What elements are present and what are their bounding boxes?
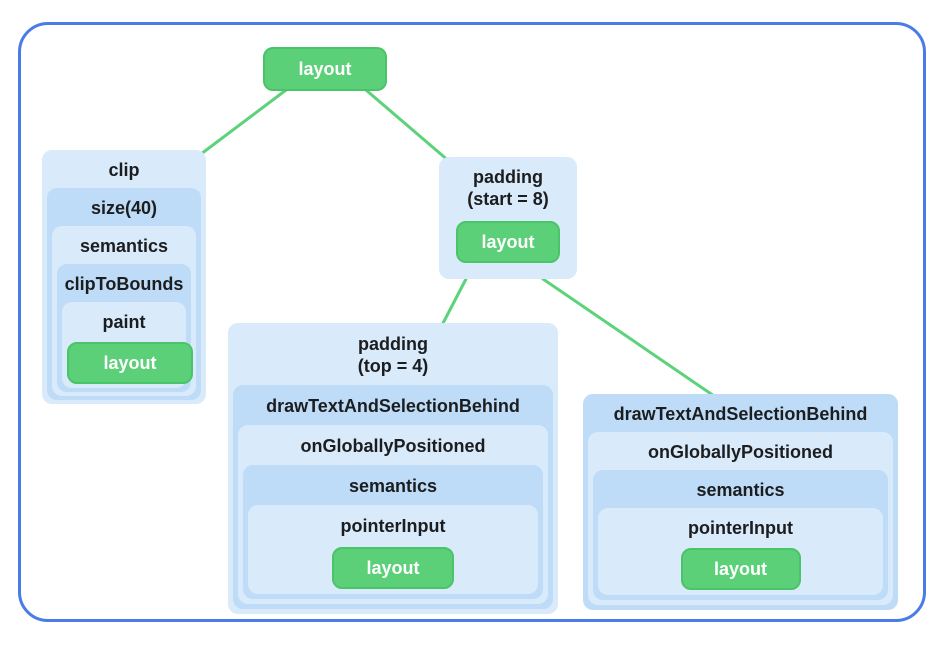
padding-start-label: padding (start = 8) [467, 167, 549, 209]
semantics-box: semantics pointerInput layout [243, 465, 543, 599]
layout-leaf-node: layout [456, 221, 560, 263]
paint-label: paint [102, 312, 146, 332]
drawtext-label: drawTextAndSelectionBehind [613, 404, 868, 424]
pointerinput-box: pointerInput layout [248, 505, 538, 594]
size-label: size(40) [90, 198, 158, 218]
clip-label: clip [108, 160, 140, 180]
drawtext-label: drawTextAndSelectionBehind [266, 396, 520, 416]
padding-start-box: padding (start = 8) layout [439, 157, 577, 279]
semantics-box: semantics clipToBounds paint layout [52, 226, 196, 396]
clip-box: clip size(40) semantics clipToBounds pai… [42, 150, 206, 404]
onglobally-label: onGloballyPositioned [647, 442, 833, 462]
clip-node: clip size(40) semantics clipToBounds pai… [42, 150, 206, 404]
pointerinput-label: pointerInput [340, 516, 446, 536]
padding-top-label: padding (top = 4) [357, 334, 429, 376]
paint-box: paint layout [62, 302, 193, 388]
root-layout-node: layout [263, 47, 387, 91]
onglobally-label: onGloballyPositioned [300, 436, 486, 456]
semantics-label: semantics [79, 236, 169, 256]
padding-top-box: padding (top = 4) drawTextAndSelectionBe… [228, 323, 558, 614]
onglobally-box: onGloballyPositioned semantics pointerIn… [588, 432, 893, 605]
semantics-label: semantics [348, 476, 438, 496]
drawtext-node: drawTextAndSelectionBehind onGloballyPos… [583, 394, 898, 610]
cliptobounds-label: clipToBounds [64, 274, 184, 294]
layout-leaf-node: layout [332, 547, 454, 589]
size-box: size(40) semantics clipToBounds paint la… [47, 188, 201, 400]
semantics-label: semantics [696, 480, 785, 500]
padding-start-node: padding (start = 8) layout [439, 157, 577, 279]
layout-leaf-node: layout [67, 342, 193, 384]
drawtext-box: drawTextAndSelectionBehind onGloballyPos… [233, 385, 553, 609]
root-layout-label: layout [298, 58, 352, 79]
cliptobounds-box: clipToBounds paint layout [57, 264, 193, 392]
layout-leaf-node: layout [680, 548, 801, 590]
drawtext-box: drawTextAndSelectionBehind onGloballyPos… [583, 394, 898, 610]
pointerinput-label: pointerInput [688, 518, 793, 538]
onglobally-box: onGloballyPositioned semantics pointerIn… [238, 425, 548, 604]
semantics-box: semantics pointerInput layout [593, 470, 888, 600]
pointerinput-box: pointerInput layout [598, 508, 883, 595]
padding-top-node: padding (top = 4) drawTextAndSelectionBe… [228, 323, 558, 614]
diagram-frame [18, 22, 926, 622]
